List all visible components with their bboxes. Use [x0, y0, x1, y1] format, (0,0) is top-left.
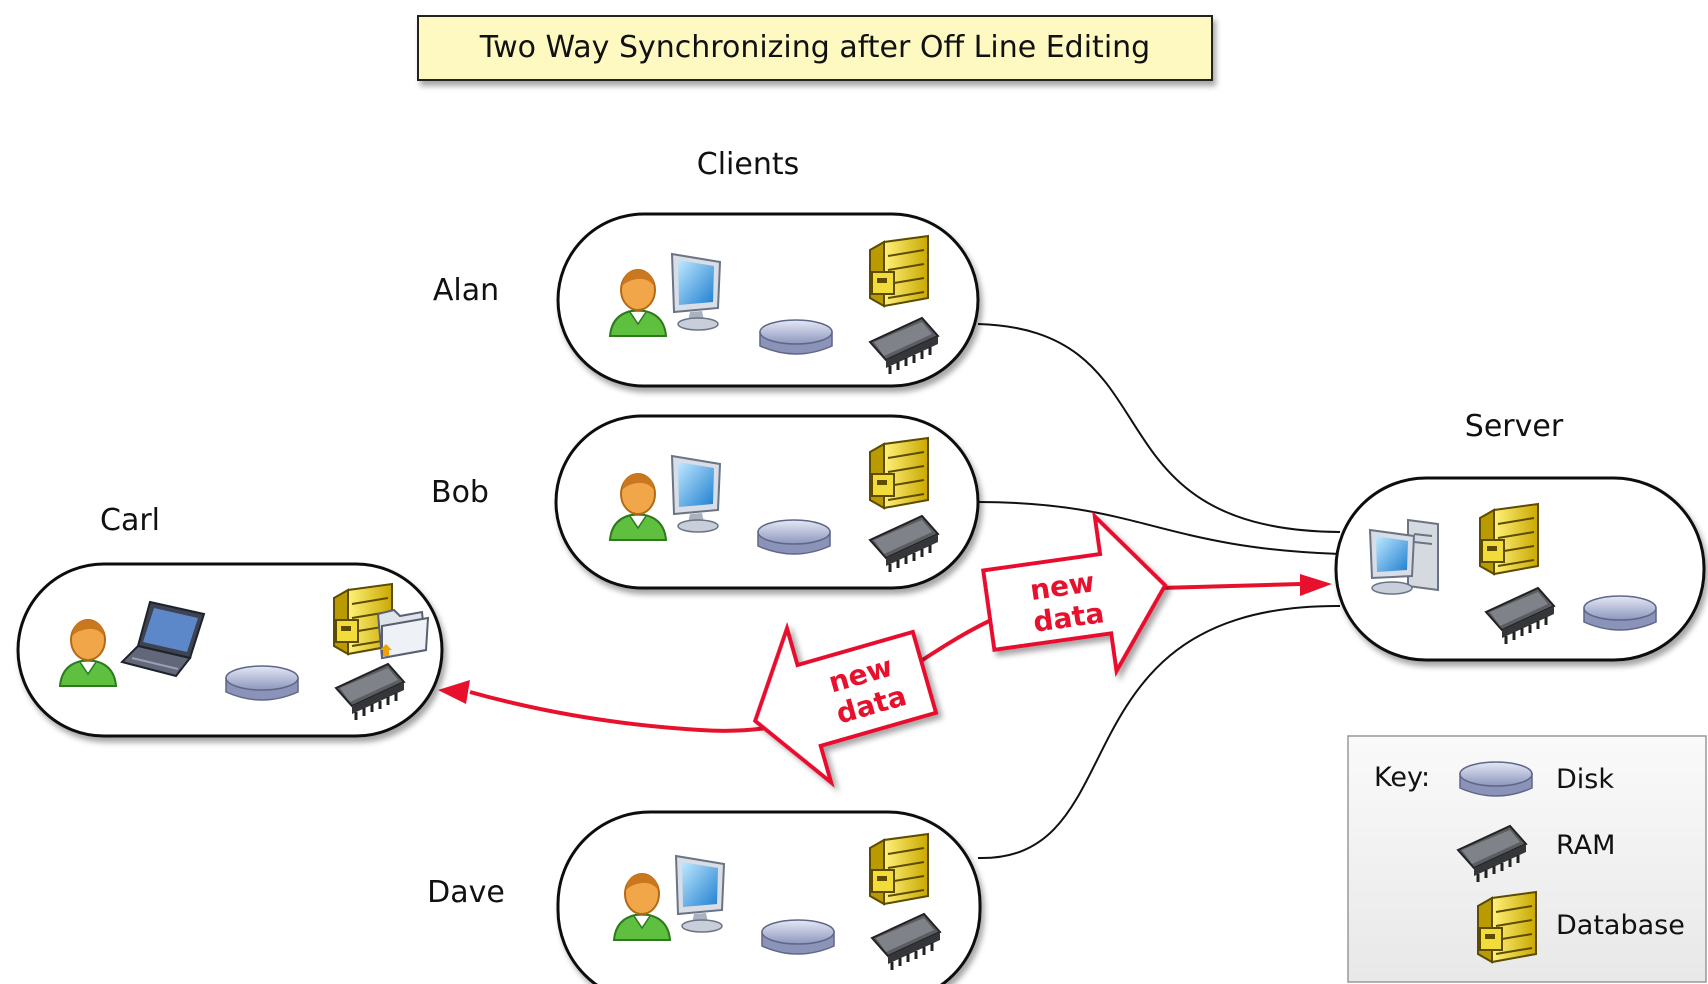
legend-heading: Key: — [1374, 762, 1430, 793]
carl-client-node — [16, 562, 444, 738]
legend-disk-label: Disk — [1556, 764, 1614, 795]
database-icon — [869, 437, 929, 509]
database-icon — [869, 833, 929, 905]
legend-disk-icon — [1459, 761, 1533, 797]
bob-server-link — [977, 501, 1341, 555]
alan-label: Alan — [433, 273, 499, 308]
bob-client-node — [554, 414, 980, 590]
disk-icon — [1583, 595, 1657, 631]
bob-label: Bob — [431, 475, 489, 510]
clients-label: Clients — [697, 147, 799, 182]
dave-client-node — [556, 810, 982, 984]
database-icon — [1479, 503, 1539, 575]
database-icon — [869, 235, 929, 307]
new-data-arrow-upper: new data — [981, 510, 1168, 678]
alan-server-link — [977, 323, 1341, 533]
dave-label: Dave — [427, 875, 505, 910]
disk-icon — [757, 519, 831, 555]
disk-icon — [761, 919, 835, 955]
diagram-title: Two Way Synchronizing after Off Line Edi… — [479, 30, 1150, 65]
legend-ram-label: RAM — [1556, 830, 1615, 861]
title-box: Two Way Synchronizing after Off Line Edi… — [417, 15, 1213, 81]
legend-database-label: Database — [1556, 910, 1685, 941]
dave-server-link — [977, 604, 1341, 860]
server-label: Server — [1465, 409, 1564, 444]
connection-lines — [977, 323, 1341, 860]
legend: Key: Disk RAM Database — [1347, 735, 1707, 983]
disk-icon — [225, 665, 299, 701]
alan-client-node — [556, 212, 980, 388]
folder-icon — [377, 609, 429, 659]
carl-label: Carl — [100, 503, 160, 538]
new-data-arrow-lower: new data — [752, 621, 939, 788]
disk-icon — [759, 319, 833, 355]
server-node — [1334, 476, 1706, 662]
legend-database-icon — [1477, 891, 1537, 963]
